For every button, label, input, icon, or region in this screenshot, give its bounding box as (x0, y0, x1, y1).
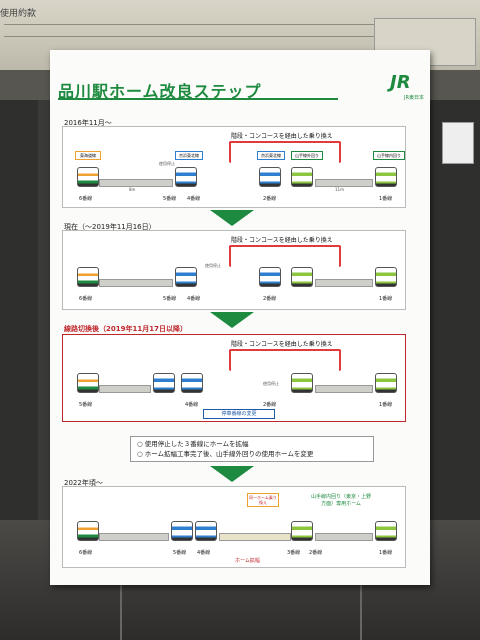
board-title: 品川駅ホーム改良ステップ (58, 82, 262, 101)
platform-label: 5番線 (163, 196, 177, 202)
floor-joint (360, 540, 362, 640)
next-step-arrow-icon (210, 312, 254, 328)
wall-rule (4, 36, 390, 37)
platform-label: 5番線 (163, 296, 177, 302)
platform-label: 2番線 (263, 196, 277, 202)
step-3-label: 線路切換後（2019年11月17日以降） (64, 325, 187, 333)
transfer-loop (229, 245, 341, 267)
train-yamanote (291, 267, 313, 287)
yamanote-in-tag: 山手線内回り (373, 151, 405, 160)
platform-label: 5番線 (173, 550, 187, 556)
train-tokaido (77, 521, 99, 541)
platform (99, 533, 169, 541)
platform-label: 3番線 (287, 550, 301, 556)
train-keihin (175, 267, 197, 287)
title-underline (58, 98, 338, 100)
train-yamanote (291, 521, 313, 541)
step-notes: ○ 使用停止した３番線にホームを拡幅 ○ ホーム拡幅工事完了後、山手線外回りの使… (130, 436, 374, 462)
jr-logo: JR (390, 72, 411, 93)
wall-notice: 使用約款 (0, 6, 36, 19)
step-4-label: 2022年頃～ (64, 479, 103, 487)
left-pillar (0, 100, 38, 520)
platform (315, 279, 373, 287)
platform (315, 179, 373, 187)
train-yamanote (375, 373, 397, 393)
stop-note: 使用停止 (205, 263, 221, 268)
keihin-tag: 京浜東北線 (175, 151, 203, 160)
next-step-arrow-icon (210, 210, 254, 226)
platform-label: 6番線 (79, 196, 93, 202)
widened-platform (219, 533, 291, 541)
wall-rule (4, 24, 390, 25)
platform-label: 1番線 (379, 402, 393, 408)
stop-note: 使用停止 (263, 381, 279, 386)
platform-change-caption: 停車番線の変更 (203, 409, 275, 419)
platform (315, 385, 373, 393)
platform-expansion-label: ホーム拡幅 (235, 558, 260, 564)
distance-label: 8m (129, 187, 136, 192)
platform-label: 1番線 (379, 196, 393, 202)
next-step-arrow-icon (210, 466, 254, 482)
right-pillar-sign (442, 122, 474, 164)
platform-label: 1番線 (379, 550, 393, 556)
right-pillar (420, 100, 480, 520)
floor-joint (120, 540, 122, 640)
train-keihin (181, 373, 203, 393)
stop-note: 使用停止 (159, 161, 175, 166)
platform-label: 2番線 (263, 402, 277, 408)
jr-logo-subtitle: JR東日本 (404, 95, 424, 101)
keihin-tag: 京浜東北線 (257, 151, 285, 160)
train-keihin (153, 373, 175, 393)
platform-label: 4番線 (185, 402, 199, 408)
train-tokaido (77, 373, 99, 393)
note-line: ○ 使用停止した３番線にホームを拡幅 (137, 440, 249, 448)
platform (315, 533, 373, 541)
platform (99, 279, 173, 287)
train-keihin (259, 267, 281, 287)
platform-label: 4番線 (187, 196, 201, 202)
step-1-diagram: 階段・コンコースを経由した乗り換え 東海道線 京浜東北線 京浜東北線 山手線外回… (62, 126, 406, 208)
step-2-diagram: 階段・コンコースを経由した乗り換え 使用停止 6番線 5番線 4番線 2番線 1… (62, 230, 406, 310)
tokaido-tag: 東海道線 (75, 151, 101, 160)
platform-label: 2番線 (263, 296, 277, 302)
platform (99, 179, 173, 187)
train-tokaido (77, 167, 99, 187)
train-keihin (259, 167, 281, 187)
transfer-loop (229, 141, 341, 163)
platform-label: 5番線 (79, 402, 93, 408)
yamanote-out-tag: 山手線外回り (291, 151, 323, 160)
same-platform-tag: 同一ホーム乗り換え (247, 493, 279, 507)
platform-label: 6番線 (79, 296, 93, 302)
platform-label: 2番線 (309, 550, 323, 556)
step-3-diagram: 階段・コンコースを経由した乗り換え 使用停止 5番線 4番線 2番線 1番線 停… (62, 334, 406, 422)
train-yamanote (291, 373, 313, 393)
train-keihin (175, 167, 197, 187)
step-1-label: 2016年11月～ (64, 119, 112, 127)
train-keihin (171, 521, 193, 541)
train-yamanote (291, 167, 313, 187)
train-keihin (195, 521, 217, 541)
yamanote-dedicated-label: 山手線内回り（東京・上野方面）専用ホーム (311, 494, 372, 507)
notice-board: 品川駅ホーム改良ステップ JR JR東日本 2016年11月～ 階段・コンコース… (50, 50, 430, 585)
platform-label: 4番線 (197, 550, 211, 556)
step-2-label: 現在（～2019年11月16日） (64, 223, 156, 231)
wall-notice-heading: 使用約款 (0, 9, 37, 19)
train-yamanote (375, 167, 397, 187)
platform (99, 385, 151, 393)
transfer-note: 階段・コンコースを経由した乗り換え (231, 237, 333, 244)
train-yamanote (375, 267, 397, 287)
train-tokaido (77, 267, 99, 287)
train-yamanote (375, 521, 397, 541)
platform-label: 6番線 (79, 550, 93, 556)
transfer-note: 階段・コンコースを経由した乗り換え (231, 133, 333, 140)
transfer-note: 階段・コンコースを経由した乗り換え (231, 341, 333, 348)
transfer-loop (229, 349, 341, 371)
note-line: ○ ホーム拡幅工事完了後、山手線外回りの使用ホームを変更 (137, 450, 314, 458)
distance-label: 11m (335, 187, 344, 192)
platform-label: 1番線 (379, 296, 393, 302)
platform-label: 4番線 (187, 296, 201, 302)
step-4-diagram: 同一ホーム乗り換え 山手線内回り（東京・上野方面）専用ホーム 6番線 5番線 4… (62, 486, 406, 568)
